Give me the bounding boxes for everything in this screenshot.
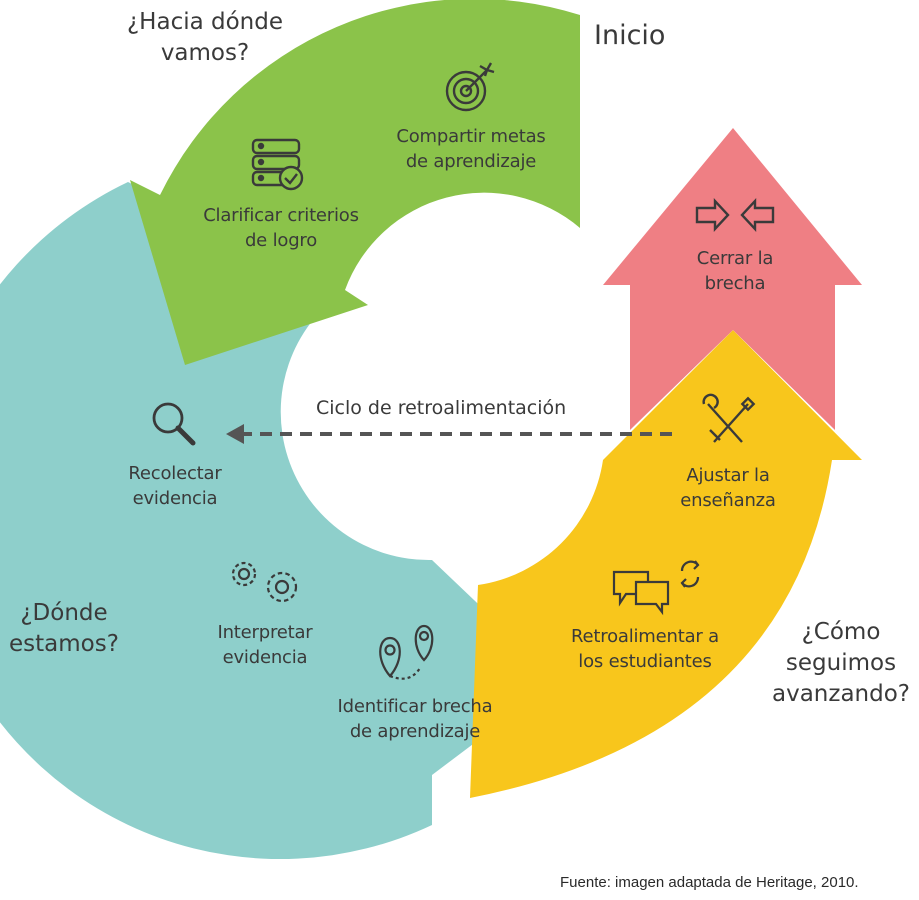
feedback-arrowhead xyxy=(226,424,244,444)
magnifier-icon xyxy=(152,402,196,446)
yellow-segment xyxy=(470,330,862,798)
question-where-going: ¿Hacia dónde vamos? xyxy=(126,9,284,66)
gears-icon xyxy=(231,561,298,603)
step-feedback-students: Retroalimentar a los estudiantes xyxy=(571,626,719,672)
step-interpret-evidence: Interpretar evidencia xyxy=(217,622,313,668)
location-pins-icon xyxy=(379,624,434,680)
step-clarify-criteria: Clarificar criterios de logro xyxy=(203,205,359,251)
start-label: Inicio xyxy=(594,20,666,51)
step-close-gap: Cerrar la brecha xyxy=(696,248,774,294)
source-caption: Fuente: imagen adaptada de Heritage, 201… xyxy=(560,874,859,891)
teal-segment xyxy=(0,182,558,860)
pink-segment xyxy=(603,128,862,430)
feedback-cycle-label: Ciclo de retroalimentación xyxy=(316,397,567,419)
step-adjust-teaching: Ajustar la enseñanza xyxy=(680,465,776,511)
tools-icon xyxy=(702,393,756,443)
step-share-goals: Compartir metas de aprendizaje xyxy=(396,126,546,172)
step-identify-gap: Identificar brecha de aprendizaje xyxy=(337,696,493,742)
green-segment xyxy=(130,0,580,365)
question-how-advance: ¿Cómo seguimos avanzando? xyxy=(772,619,910,707)
step-collect-evidence: Recolectar evidencia xyxy=(128,463,222,509)
server-check-icon xyxy=(251,138,304,191)
target-icon xyxy=(445,62,495,112)
chat-bubbles-icon xyxy=(612,570,670,616)
converging-arrows-icon xyxy=(695,197,775,233)
refresh-icon xyxy=(680,560,700,588)
question-where-are: ¿Dónde estamos? xyxy=(9,600,119,657)
